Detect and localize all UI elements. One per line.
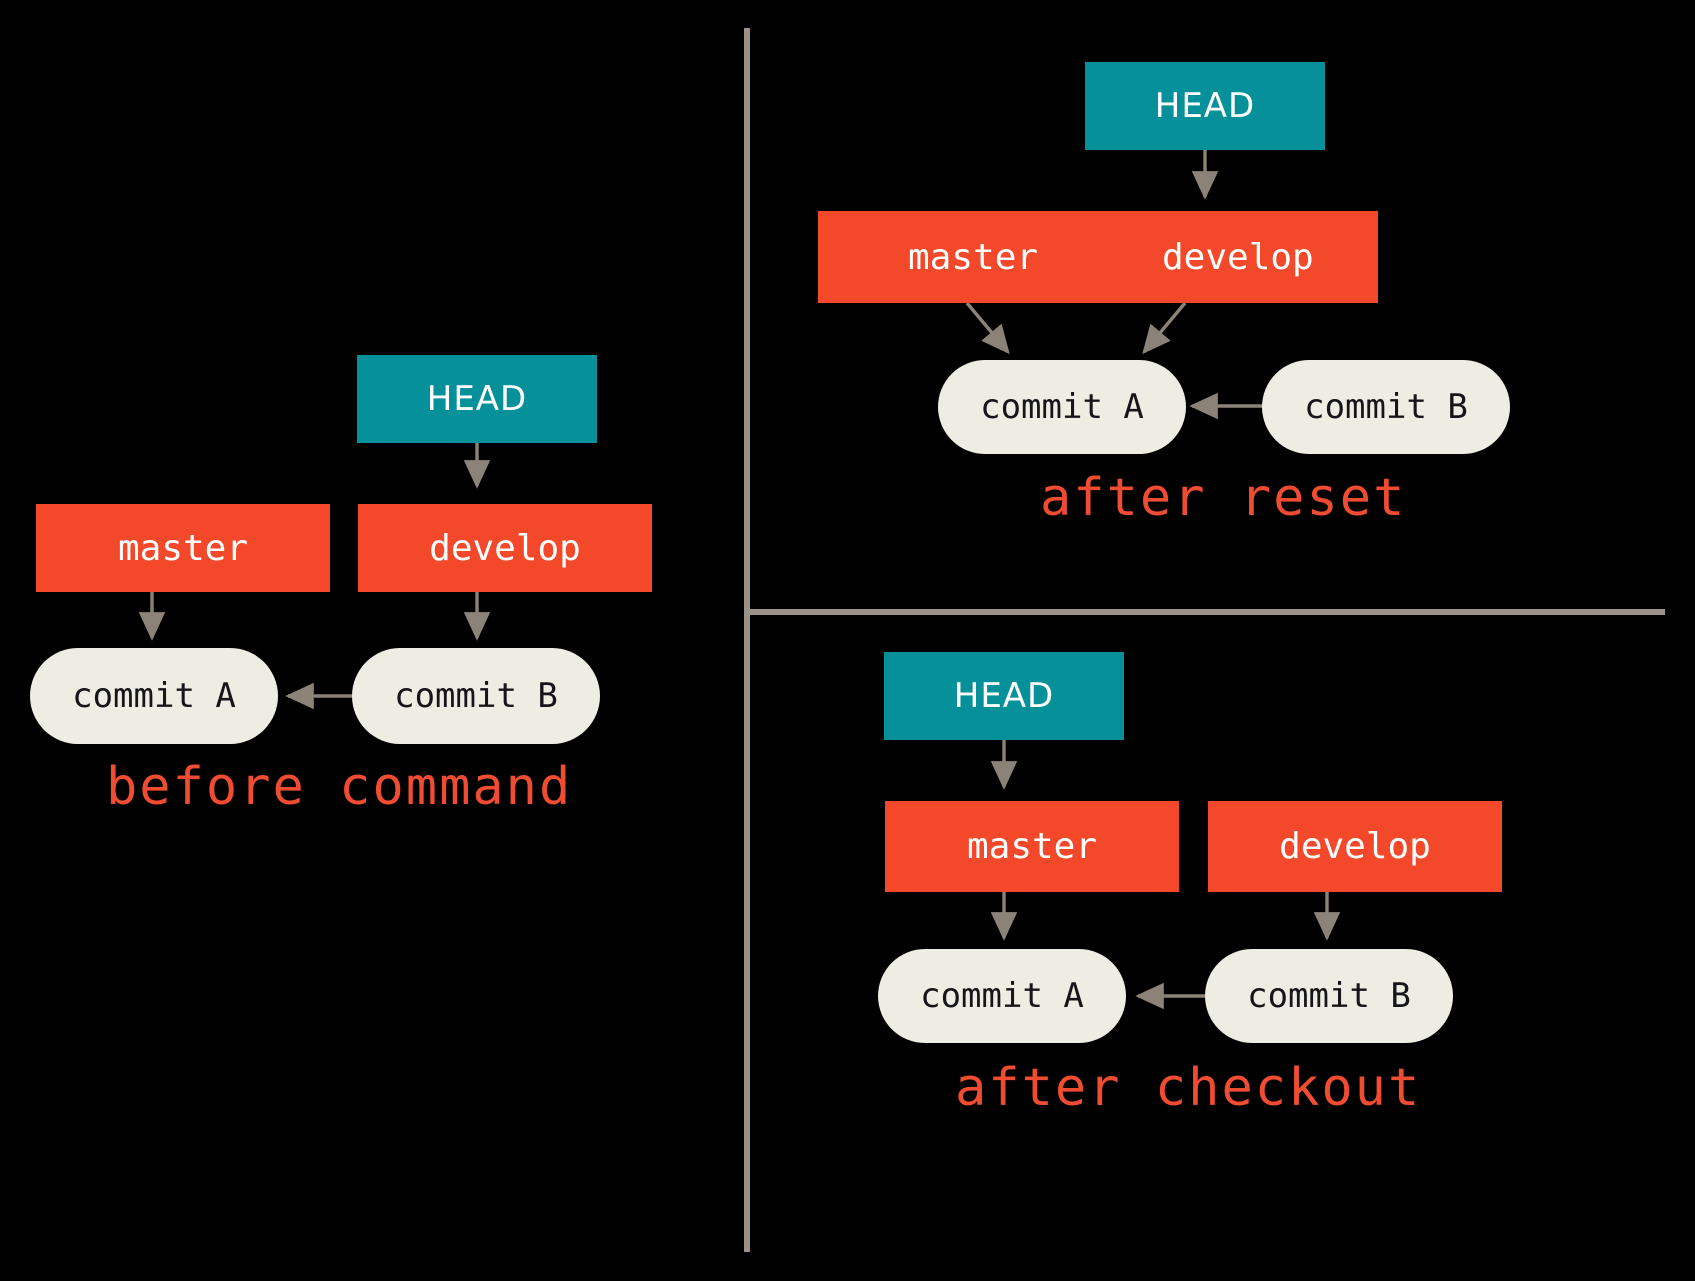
checkout-commit-b-node[interactable]: commit B (1205, 949, 1453, 1043)
before-commit-a-label: commit A (72, 676, 236, 716)
before-commit-b-node[interactable]: commit B (352, 648, 600, 744)
before-branch-master-box[interactable]: master (36, 504, 330, 592)
checkout-head-label: HEAD (953, 676, 1055, 716)
reset-commit-b-label: commit B (1304, 387, 1468, 427)
checkout-commit-a-node[interactable]: commit A (878, 949, 1126, 1043)
before-commit-b-label: commit B (394, 676, 558, 716)
before-branch-develop-box[interactable]: develop (358, 504, 652, 592)
before-commit-a-node[interactable]: commit A (30, 648, 278, 744)
checkout-commit-b-label: commit B (1247, 976, 1411, 1016)
before-branch-develop-label: develop (429, 527, 581, 569)
after-checkout-caption: after checkout (955, 1058, 1422, 1118)
reset-commit-a-label: commit A (980, 387, 1144, 427)
reset-commit-b-node[interactable]: commit B (1262, 360, 1510, 454)
arrow-reset-master-to-commit-a (965, 301, 1010, 355)
before-head-label: HEAD (426, 379, 528, 419)
checkout-branch-master-label: master (966, 826, 1098, 867)
before-branch-master-label: master (117, 527, 249, 569)
reset-branch-master-label: master (908, 236, 1039, 278)
before-command-caption: before command (106, 757, 573, 817)
checkout-branch-master-box[interactable]: master (885, 801, 1179, 892)
reset-head-box[interactable]: HEAD (1085, 62, 1325, 150)
checkout-branch-develop-label: develop (1279, 826, 1431, 867)
checkout-commit-a-label: commit A (920, 976, 1084, 1016)
checkout-branch-develop-box[interactable]: develop (1208, 801, 1502, 892)
checkout-head-box[interactable]: HEAD (884, 652, 1124, 740)
after-reset-caption: after reset (1040, 468, 1407, 528)
reset-branch-develop-label: develop (1162, 236, 1314, 278)
reset-branches-box[interactable]: master develop (818, 211, 1378, 303)
reset-commit-a-node[interactable]: commit A (938, 360, 1186, 454)
reset-head-label: HEAD (1154, 86, 1256, 126)
arrow-reset-develop-to-commit-a (1142, 301, 1187, 355)
before-head-box[interactable]: HEAD (357, 355, 597, 443)
